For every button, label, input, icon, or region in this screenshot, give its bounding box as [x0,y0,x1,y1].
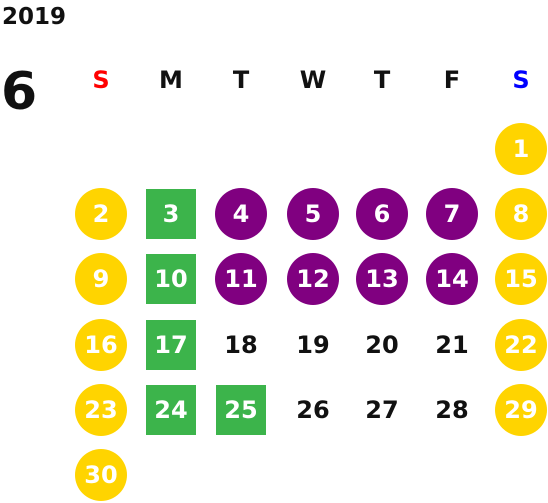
day-cell-11[interactable]: 11 [215,253,267,305]
weekday-header-5: F [443,66,461,94]
day-cell-7[interactable]: 7 [426,188,478,240]
year-label: 2019 [2,4,67,30]
day-cell-18[interactable]: 18 [224,331,258,359]
day-cell-29[interactable]: 29 [495,384,547,436]
day-cell-9[interactable]: 9 [75,253,127,305]
weekday-header-4: T [373,66,391,94]
day-cell-27[interactable]: 27 [365,396,399,424]
day-cell-5[interactable]: 5 [287,188,339,240]
day-cell-30[interactable]: 30 [75,449,127,501]
day-cell-26[interactable]: 26 [296,396,330,424]
weekday-header-1: M [159,66,183,94]
day-cell-2[interactable]: 2 [75,188,127,240]
month-label: 6 [1,62,38,122]
day-cell-4[interactable]: 4 [215,188,267,240]
day-cell-14[interactable]: 14 [426,253,478,305]
day-cell-22[interactable]: 22 [495,319,547,371]
weekday-header-3: W [299,66,327,94]
day-cell-6[interactable]: 6 [356,188,408,240]
day-cell-24[interactable]: 24 [146,385,196,435]
weekday-header-6: S [512,66,530,94]
day-cell-17[interactable]: 17 [146,320,196,370]
day-cell-8[interactable]: 8 [495,188,547,240]
weekday-header-2: T [232,66,250,94]
day-cell-19[interactable]: 19 [296,331,330,359]
day-cell-23[interactable]: 23 [75,384,127,436]
day-cell-28[interactable]: 28 [435,396,469,424]
weekday-header-0: S [92,66,110,94]
day-cell-21[interactable]: 21 [435,331,469,359]
day-cell-12[interactable]: 12 [287,253,339,305]
day-cell-3[interactable]: 3 [146,189,196,239]
day-cell-25[interactable]: 25 [216,385,266,435]
day-cell-10[interactable]: 10 [146,254,196,304]
day-cell-20[interactable]: 20 [365,331,399,359]
day-cell-13[interactable]: 13 [356,253,408,305]
day-cell-16[interactable]: 16 [75,319,127,371]
day-cell-1[interactable]: 1 [495,123,547,175]
day-cell-15[interactable]: 15 [495,253,547,305]
